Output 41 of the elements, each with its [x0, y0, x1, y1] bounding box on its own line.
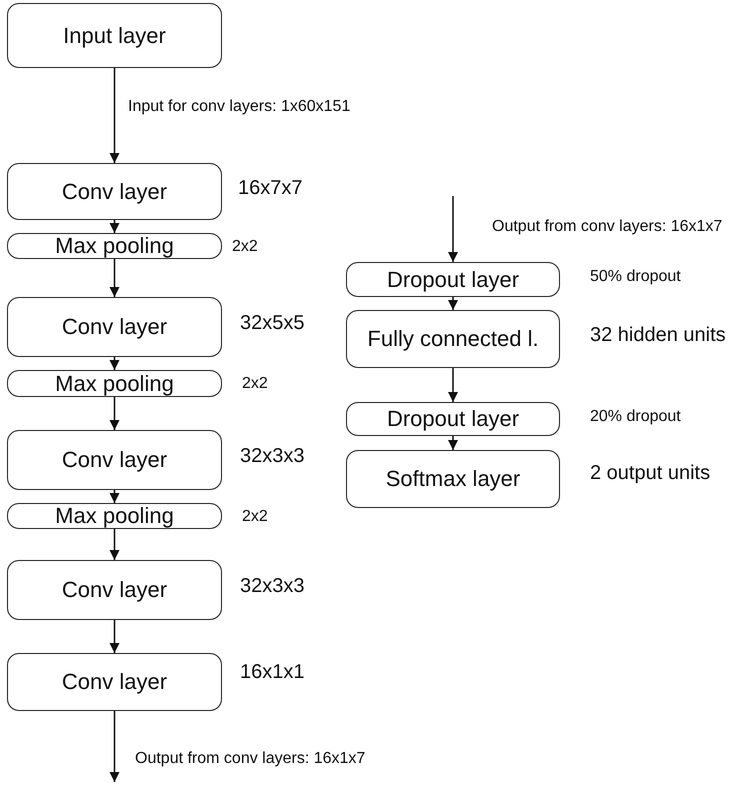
layer-box: Max pooling	[7, 233, 222, 259]
edge-label: Output from conv layers: 16x1x7	[133, 750, 368, 768]
layer-size-label: 32x3x3	[240, 575, 304, 598]
layer-size-label: 2x2	[242, 508, 268, 526]
arrow	[448, 368, 458, 402]
layer-box: Input layer	[7, 3, 222, 68]
arrow	[110, 397, 120, 430]
layer-size-label: 2x2	[242, 375, 268, 393]
layer-box: Softmax layer	[346, 450, 560, 508]
edge-label: Input for conv layers: 1x60x151	[126, 98, 352, 116]
layer-box: Conv layer	[7, 560, 222, 620]
layer-box: Fully connected l.	[346, 310, 560, 368]
layer-size-label: 20% dropout	[590, 408, 681, 426]
layer-size-label: 2x2	[232, 238, 258, 256]
layer-size-label: 32x3x3	[240, 445, 304, 468]
arrow	[110, 711, 120, 782]
layer-box: Dropout layer	[346, 262, 560, 297]
arrow	[110, 490, 120, 503]
arrow	[448, 297, 458, 310]
layer-box: Conv layer	[7, 653, 222, 711]
arrow	[110, 620, 120, 653]
arrow	[110, 529, 120, 560]
layer-box: Max pooling	[7, 370, 222, 397]
layer-box: Dropout layer	[346, 402, 560, 436]
layer-size-label: 16x1x1	[240, 661, 304, 684]
layer-box: Conv layer	[7, 430, 222, 490]
arrow	[110, 68, 120, 163]
arrow	[110, 220, 120, 233]
layer-box: Max pooling	[7, 503, 222, 529]
layer-box: Conv layer	[7, 297, 222, 357]
layer-size-label: 32 hidden units	[590, 324, 726, 347]
layer-size-label: 16x7x7	[238, 177, 302, 200]
edge-label: Output from conv layers: 16x1x7	[490, 218, 724, 236]
layer-size-label: 50% dropout	[590, 268, 681, 286]
arrow	[448, 436, 458, 450]
arrow	[448, 196, 458, 262]
layer-box: Conv layer	[7, 163, 222, 220]
layer-size-label: 2 output units	[590, 462, 710, 485]
layer-size-label: 32x5x5	[240, 312, 304, 335]
arrow	[110, 259, 120, 297]
arrow	[110, 357, 120, 370]
